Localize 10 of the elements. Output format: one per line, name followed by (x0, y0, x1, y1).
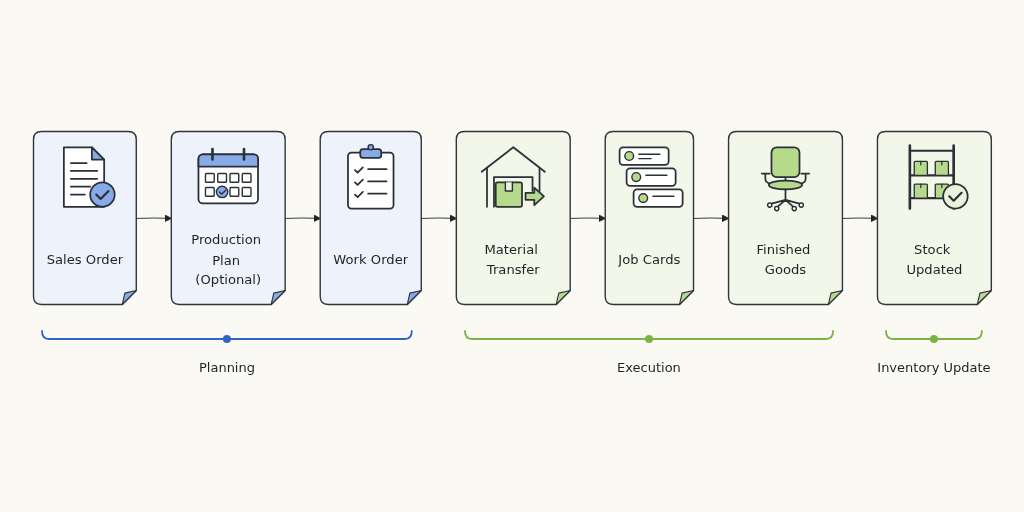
step-label: Material Transfer (483, 241, 541, 280)
group-label: Execution (617, 360, 681, 376)
step-label: Finished Goods (755, 241, 811, 280)
step-label: Sales Order (46, 250, 123, 270)
step-label: Job Cards (617, 250, 680, 270)
group-label: Inventory Update (877, 360, 991, 376)
step-label: Work Order (332, 250, 408, 270)
step-label: Stock Updated (905, 241, 963, 280)
group-label: Planning (198, 360, 255, 376)
step-label: Production Plan (Optional) (189, 231, 262, 290)
